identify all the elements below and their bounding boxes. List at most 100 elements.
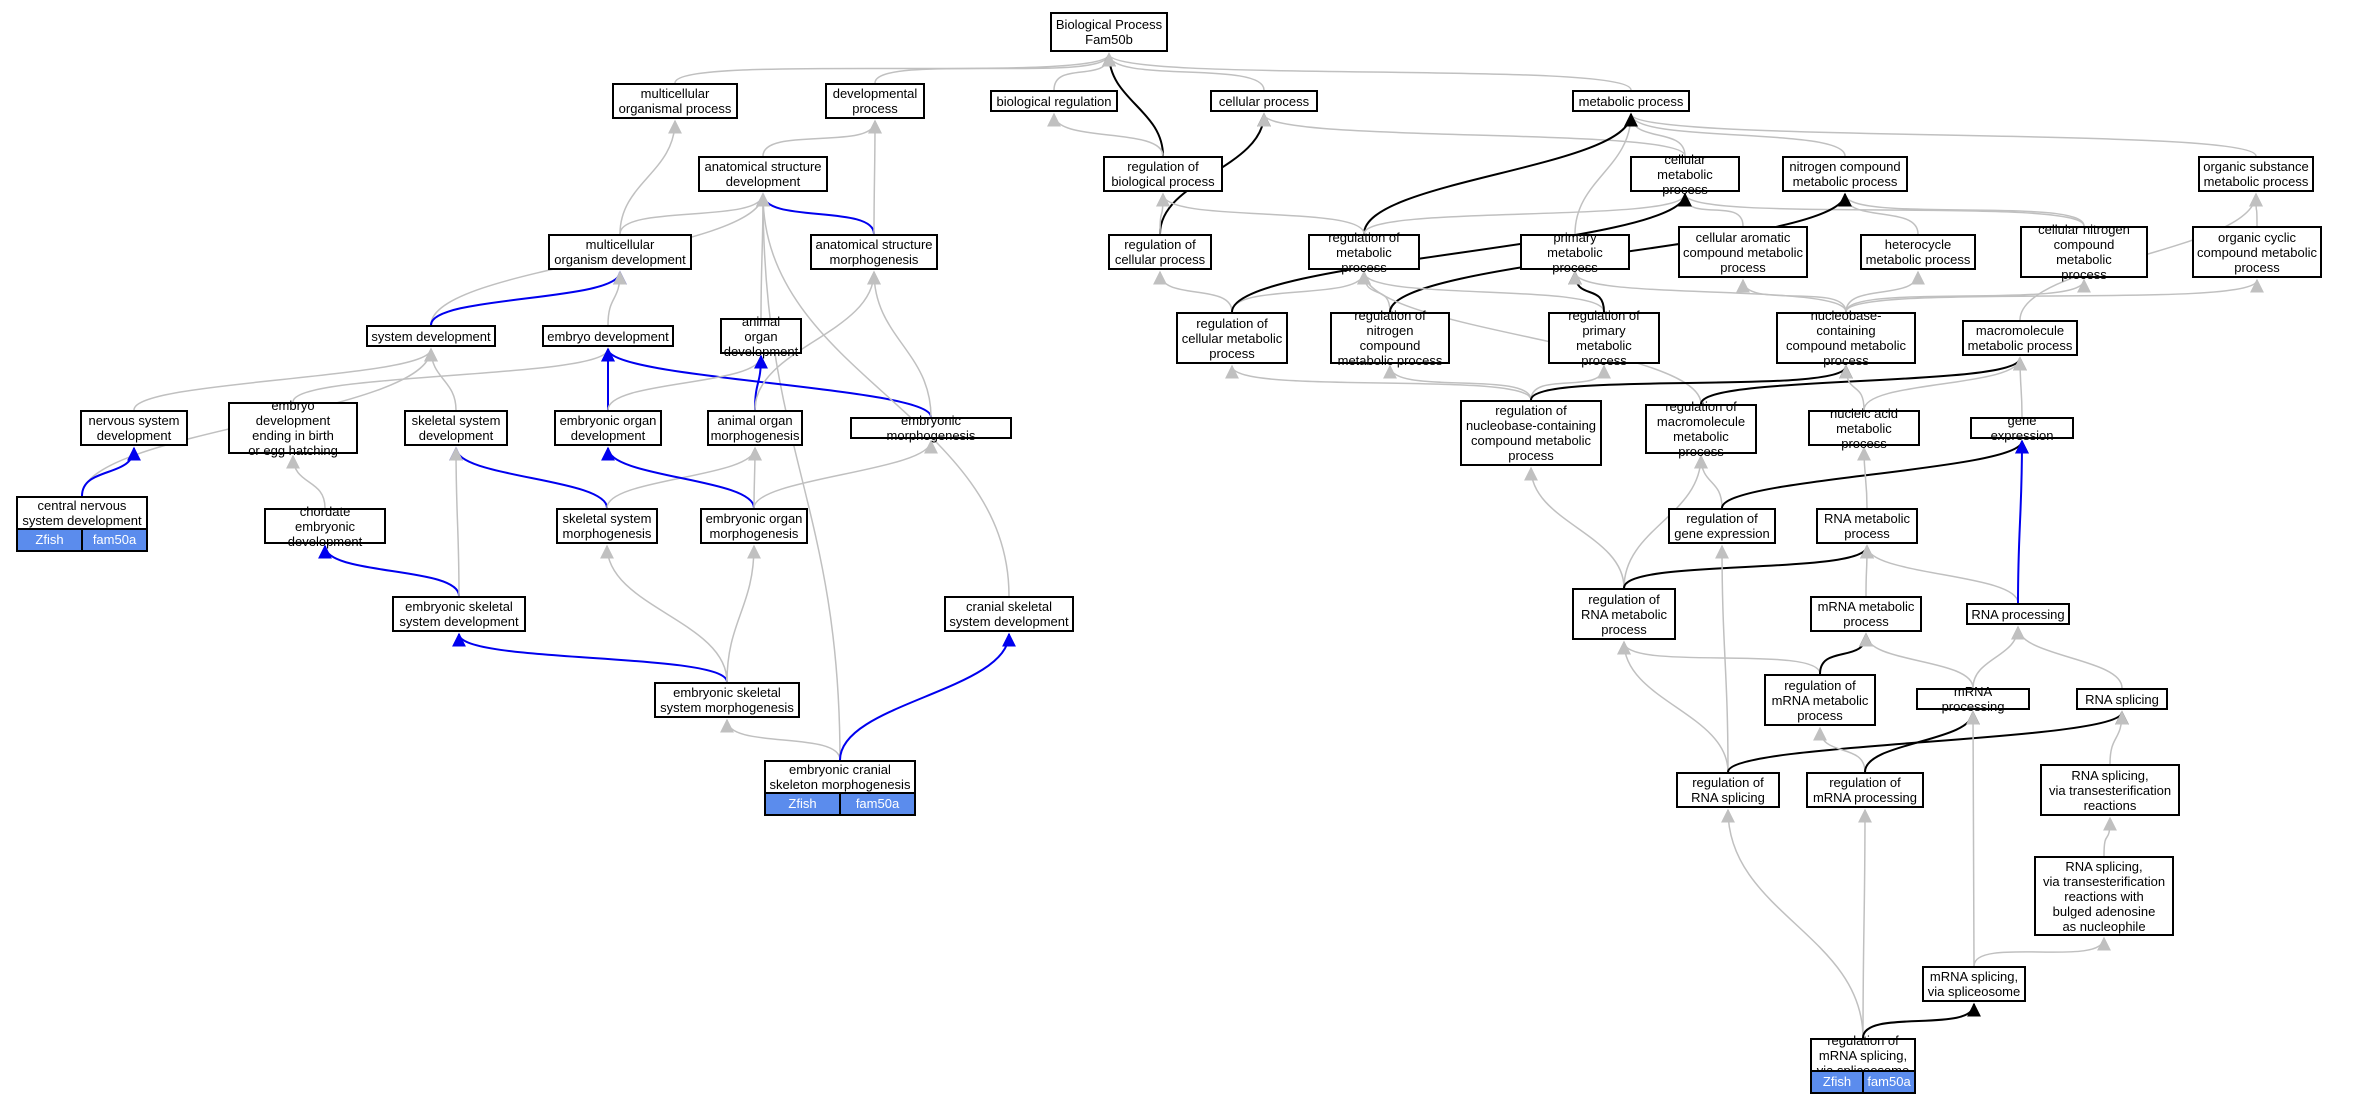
go-term-node-devp[interactable]: developmental process [825, 83, 925, 119]
go-term-node-rmp[interactable]: regulation of metabolic process [1308, 230, 1420, 275]
go-term-label: gene expression [1990, 413, 2054, 443]
go-term-label: mRNA splicing, via spliceosome [1927, 969, 2021, 999]
edge-cacmp-to-cmp [1678, 192, 1744, 227]
edge-emorph-to-embdev [601, 347, 932, 418]
species-tag[interactable]: Zfish [18, 530, 81, 550]
go-term-node-aodev[interactable]: animal organ development [720, 314, 802, 359]
go-term-node-cmp[interactable]: cellular metabolic process [1630, 152, 1740, 197]
go-term-label: cranial skeletal system development [949, 599, 1069, 629]
go-term-node-ncmp[interactable]: nitrogen compound metabolic process [1782, 156, 1908, 192]
go-term-node-metp[interactable]: metabolic process [1572, 90, 1690, 112]
go-term-node-mrnaproc[interactable]: mRNA processing [1916, 684, 2030, 714]
go-term-node-aomorph[interactable]: animal organ morphogenesis [707, 410, 803, 446]
go-term-node-rcp[interactable]: regulation of cellular process [1108, 234, 1212, 270]
go-term-node-emorph[interactable]: embryonic morphogenesis [850, 413, 1012, 443]
go-term-node-namp[interactable]: nucleic acid metabolic process [1808, 406, 1920, 451]
edge-eomorph-to-eodev [601, 446, 755, 509]
gene-tag[interactable]: fam50a [81, 530, 146, 550]
go-term-node-occmp[interactable]: organic cyclic compound metabolic proces… [2192, 226, 2322, 278]
go-term-node-nsdev[interactable]: nervous system development [80, 410, 188, 446]
go-term-node-rnasplice[interactable]: RNA splicing [2076, 688, 2168, 710]
edge-asm-to-asd [756, 192, 875, 235]
edge-rgexp-to-rmmp [1694, 454, 1723, 509]
gene-tag[interactable]: fam50a [1862, 1072, 1914, 1092]
go-term-node-asd[interactable]: anatomical structure development [698, 156, 828, 192]
edge-asm-to-devp [867, 119, 882, 235]
go-term-node-asm[interactable]: anatomical structure morphogenesis [810, 234, 938, 270]
go-term-node-mod[interactable]: multicellular organism development [548, 234, 692, 270]
go-term-node-osmp[interactable]: organic substance metabolic process [2198, 156, 2314, 192]
go-term-node-rmrnamp[interactable]: regulation of mRNA metabolic process [1764, 674, 1876, 726]
edge-rmsvs-to-rrnasplice [1721, 808, 1864, 1039]
go-term-label: regulation of cellular process [1114, 237, 1206, 267]
edge-cellp-to-root [1102, 52, 1265, 91]
gene-tag[interactable]: fam50a [839, 794, 914, 814]
go-term-label: regulation of biological process [1111, 159, 1215, 189]
go-term-node-rmmp[interactable]: regulation of macromolecule metabolic pr… [1645, 399, 1757, 459]
go-term-label: RNA splicing, via transesterification re… [2048, 767, 2172, 813]
go-term-node-rmrnaproc[interactable]: regulation of mRNA processing [1806, 772, 1924, 808]
go-term-label: nervous system development [88, 413, 180, 443]
go-term-node-mmp[interactable]: macromolecule metabolic process [1962, 320, 2078, 356]
edge-mrnamp-to-rnamp [1859, 544, 1874, 597]
go-term-node-rcmp[interactable]: regulation of cellular metabolic process [1176, 312, 1288, 364]
edge-rsvtb-to-rsvt [2102, 816, 2117, 857]
go-term-node-sysdev[interactable]: system development [366, 325, 496, 347]
species-tag[interactable]: Zfish [766, 794, 839, 814]
go-term-node-eomorph[interactable]: embryonic organ morphogenesis [700, 508, 808, 544]
go-term-node-hmp[interactable]: heterocycle metabolic process [1860, 234, 1976, 270]
go-term-node-mop[interactable]: multicellular organismal process [612, 83, 738, 119]
edge-rmsvs-to-rmrnaproc [1857, 808, 1872, 1039]
go-term-node-rbp[interactable]: regulation of biological process [1103, 156, 1223, 192]
go-term-label: embryonic cranial skeleton morphogenesis [769, 762, 911, 792]
go-term-node-cacmp[interactable]: cellular aromatic compound metabolic pro… [1678, 226, 1808, 278]
go-term-node-rnbcmp[interactable]: regulation of nucleobase-containing comp… [1460, 400, 1602, 466]
go-term-label: cellular process [1218, 93, 1310, 109]
edge-rnaproc-to-rnamp [1860, 544, 2019, 604]
go-term-label: embryonic organ morphogenesis [705, 511, 803, 541]
go-term-node-root[interactable]: Biological Process Fam50b [1050, 12, 1168, 52]
go-term-node-embdev[interactable]: embryo development [542, 325, 674, 347]
go-term-node-eskdev[interactable]: embryonic skeletal system development [392, 596, 526, 632]
go-term-node-pmp[interactable]: primary metabolic process [1520, 230, 1630, 275]
go-term-node-rnaproc[interactable]: RNA processing [1966, 603, 2070, 625]
go-term-node-rrnasplice[interactable]: regulation of RNA splicing [1676, 772, 1780, 808]
go-term-node-rmsvs[interactable]: regulation of mRNA splicing, via spliceo… [1810, 1033, 1916, 1078]
species-tag[interactable]: Zfish [1812, 1072, 1862, 1092]
go-term-label: anatomical structure morphogenesis [815, 237, 933, 267]
go-term-node-cellp[interactable]: cellular process [1210, 90, 1318, 112]
go-term-node-rsvtb[interactable]: RNA splicing, via transesterification re… [2034, 856, 2174, 936]
edge-rmrnaproc-to-mrnaproc [1864, 710, 1980, 773]
edge-rmp-to-rbp [1156, 192, 1365, 235]
go-term-node-rgexp[interactable]: regulation of gene expression [1668, 508, 1776, 544]
edge-mrnaproc-to-rnaproc [1972, 625, 2025, 689]
go-term-node-bioreg[interactable]: biological regulation [990, 90, 1118, 112]
go-term-node-skdev[interactable]: skeletal system development [404, 410, 508, 446]
go-term-node-cncmp[interactable]: cellular nitrogen compound metabolic pro… [2020, 222, 2148, 282]
edge-eomorph-to-aomorph [747, 446, 762, 509]
go-term-node-crskdev[interactable]: cranial skeletal system development [944, 596, 1074, 632]
go-term-node-nbcmp[interactable]: nucleobase-containing compound metabolic… [1776, 308, 1916, 368]
go-term-node-rsvt[interactable]: RNA splicing, via transesterification re… [2040, 764, 2180, 816]
go-term-node-rpmp[interactable]: regulation of primary metabolic process [1548, 308, 1660, 368]
go-term-node-msvs[interactable]: mRNA splicing, via spliceosome [1922, 966, 2026, 1002]
go-term-node-rnamp[interactable]: RNA metabolic process [1816, 508, 1918, 544]
go-term-node-skmorph[interactable]: skeletal system morphogenesis [556, 508, 658, 544]
go-term-node-gexp[interactable]: gene expression [1970, 413, 2074, 443]
go-term-label: nucleic acid metabolic process [1830, 405, 1898, 451]
go-term-label: animal organ morphogenesis [710, 413, 800, 443]
go-term-node-chordev[interactable]: chordate embryonic development [264, 504, 386, 549]
go-term-node-rrnamp[interactable]: regulation of RNA metabolic process [1572, 588, 1676, 640]
go-term-label: regulation of mRNA metabolic process [1771, 677, 1869, 723]
go-term-node-cnsdev[interactable]: central nervous system development [16, 496, 148, 530]
go-term-node-ecsm[interactable]: embryonic cranial skeleton morphogenesis [764, 760, 916, 794]
go-term-node-rncmp[interactable]: regulation of nitrogen compound metaboli… [1330, 308, 1450, 368]
go-term-node-eodev[interactable]: embryonic organ development [554, 410, 662, 446]
go-term-node-edbirth[interactable]: embryo development ending in birth or eg… [228, 398, 358, 458]
go-term-node-mrnamp[interactable]: mRNA metabolic process [1810, 596, 1922, 632]
go-term-node-eskmorph[interactable]: embryonic skeletal system morphogenesis [654, 682, 800, 718]
edge-emorph-to-asm [867, 270, 932, 418]
go-term-label: developmental process [832, 86, 918, 116]
